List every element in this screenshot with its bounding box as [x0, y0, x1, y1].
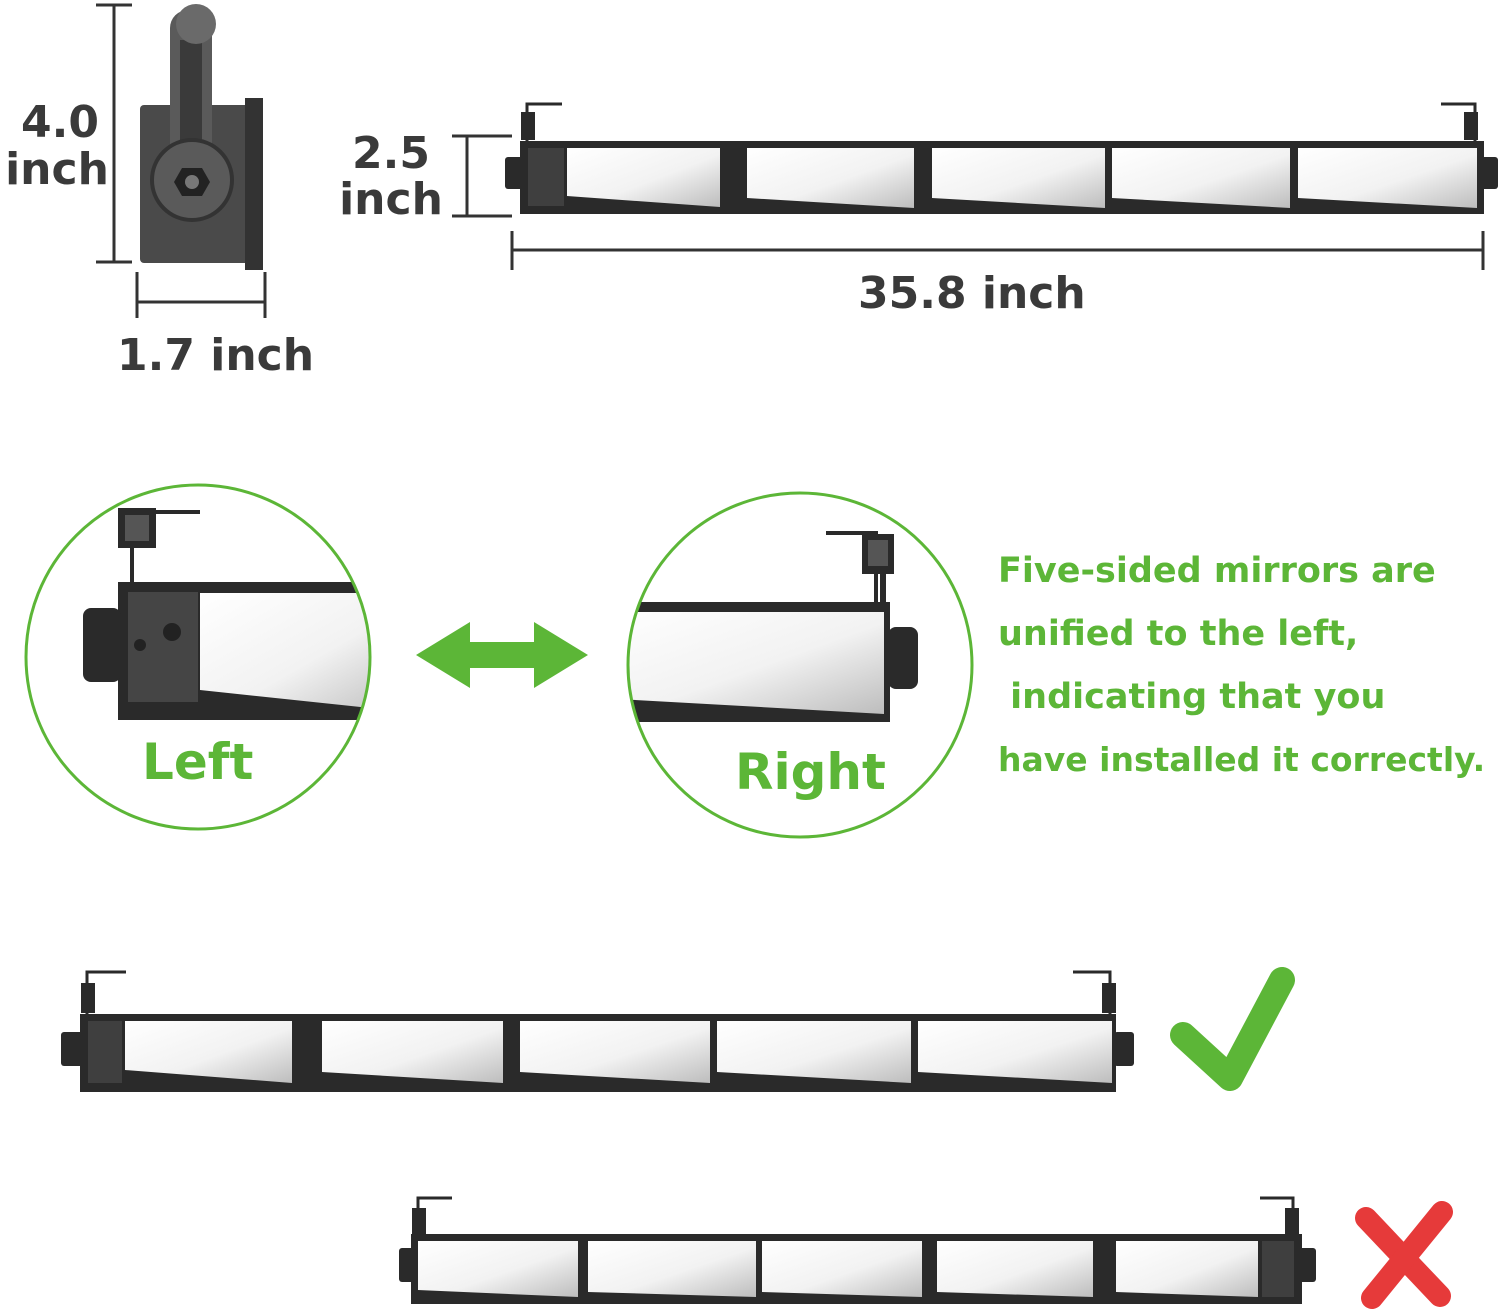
mirror-correct — [61, 970, 1134, 1092]
left-label: Left — [142, 733, 254, 791]
cross-icon — [1355, 1201, 1453, 1309]
double-arrow-icon — [416, 622, 588, 688]
mirror-length-value: 35.8 inch — [858, 268, 1086, 319]
callout-line-4: have installed it correctly. — [998, 740, 1486, 779]
bracket-width-dimension — [135, 272, 267, 318]
mirror-height-value: 2.5 — [352, 128, 430, 179]
mirror-height-unit: inch — [339, 174, 443, 225]
mirror-length-dimension — [510, 231, 1485, 270]
callout-line-2: unified to the left, — [998, 614, 1359, 654]
mirror-height-dimension — [452, 134, 512, 218]
bracket-height-dimension — [96, 3, 132, 264]
right-label: Right — [735, 743, 886, 801]
right-detail-circle — [626, 491, 974, 839]
bracket-width-value: 1.7 inch — [117, 330, 315, 381]
callout-line-3: indicating that you — [998, 677, 1386, 717]
mirror-incorrect — [399, 1196, 1316, 1304]
left-detail-circle — [24, 483, 372, 831]
mirror-top — [505, 102, 1498, 214]
bracket-height-unit: inch — [5, 144, 109, 195]
callout-line-1: Five-sided mirrors are — [998, 551, 1436, 591]
bracket-image — [140, 4, 263, 270]
bracket-height-value: 4.0 — [21, 97, 99, 148]
checkmark-icon — [1170, 967, 1295, 1091]
